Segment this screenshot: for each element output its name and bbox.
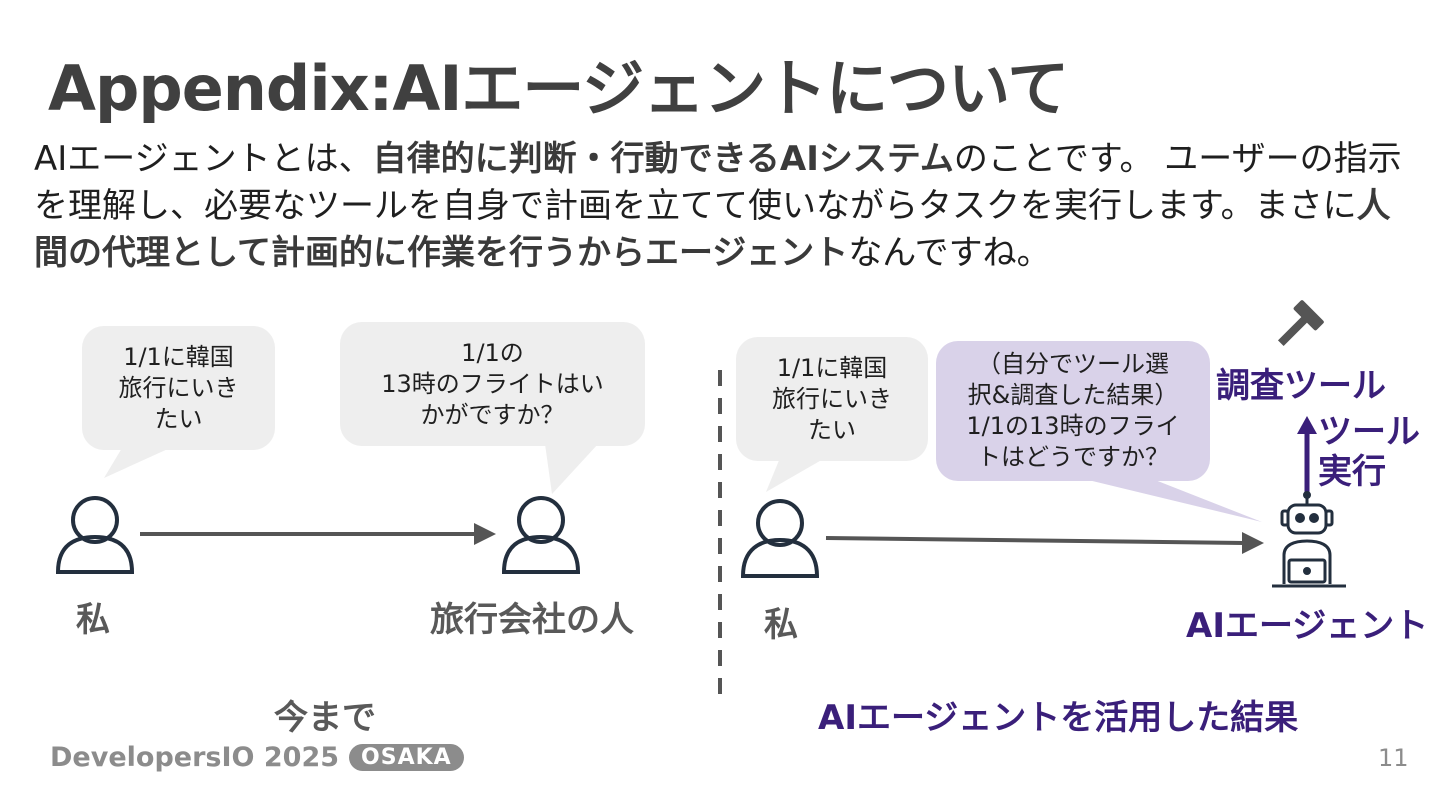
speech-bubble-agent: （自分でツール選 択&調査した結果） 1/1の13時のフライ トはどうですか？ (936, 341, 1210, 481)
tool-exec-arrow-icon (1297, 416, 1317, 494)
intro-text-2: のことです。 ユーザーの指示を理解し、必要なツールを自身で計画を立てて使いながら… (34, 139, 1402, 226)
label-me-right: 私 (764, 605, 798, 645)
intro-bold-1: 自律的に判断・行動できるAIシステム (372, 139, 954, 179)
speech-bubble-left-me: 1/1に韓国 旅行にいき たい (82, 326, 275, 450)
footer-brand: DevelopersIO 2025 OSAKA (50, 742, 464, 773)
bubble-tail-right-me (766, 458, 825, 492)
person-icon-left-me (55, 496, 135, 574)
person-icon-right-me (740, 499, 820, 578)
label-research-tool: 調査ツール (1216, 366, 1386, 406)
page-number: 11 (1378, 744, 1409, 772)
label-me-left: 私 (76, 600, 110, 640)
intro-text-3: なんですね。 (848, 233, 1051, 273)
speech-bubble-agency: 1/1の 13時のフライトはい かがですか？ (340, 322, 645, 446)
person-icon-agency (501, 496, 581, 574)
footer-badge: OSAKA (349, 744, 464, 771)
caption-after: AIエージェントを活用した結果 (818, 698, 1299, 738)
bubble-tail-right-agent (1080, 478, 1262, 522)
footer-brand-text: DevelopersIO 2025 (50, 742, 340, 773)
speech-bubble-right-me: 1/1に韓国 旅行にいき たい (736, 337, 928, 461)
bubble-tail-left-agency (545, 444, 598, 494)
caption-before: 今まで (274, 698, 376, 738)
label-travel-agency: 旅行会社の人 (430, 600, 634, 640)
robot-agent-icon (1272, 491, 1346, 588)
bubble-tail-left-me (104, 448, 170, 478)
intro-bold-2: 人間の代理として計画的に作業を行うからエージェント (34, 186, 1391, 273)
arrow-left (140, 523, 496, 545)
label-ai-agent: AIエージェント (1186, 606, 1429, 646)
intro-text-1: AIエージェントとは、 (34, 139, 373, 179)
slide-title: Appendix:AIエージェントについて (48, 52, 1069, 125)
label-tool-exec: ツール 実行 (1318, 412, 1420, 492)
intro-paragraph: AIエージェントとは、自律的に判断・行動できるAIシステムのことです。 ユーザー… (34, 136, 1414, 277)
hammer-icon (1277, 300, 1324, 347)
arrow-right (825, 532, 1264, 554)
